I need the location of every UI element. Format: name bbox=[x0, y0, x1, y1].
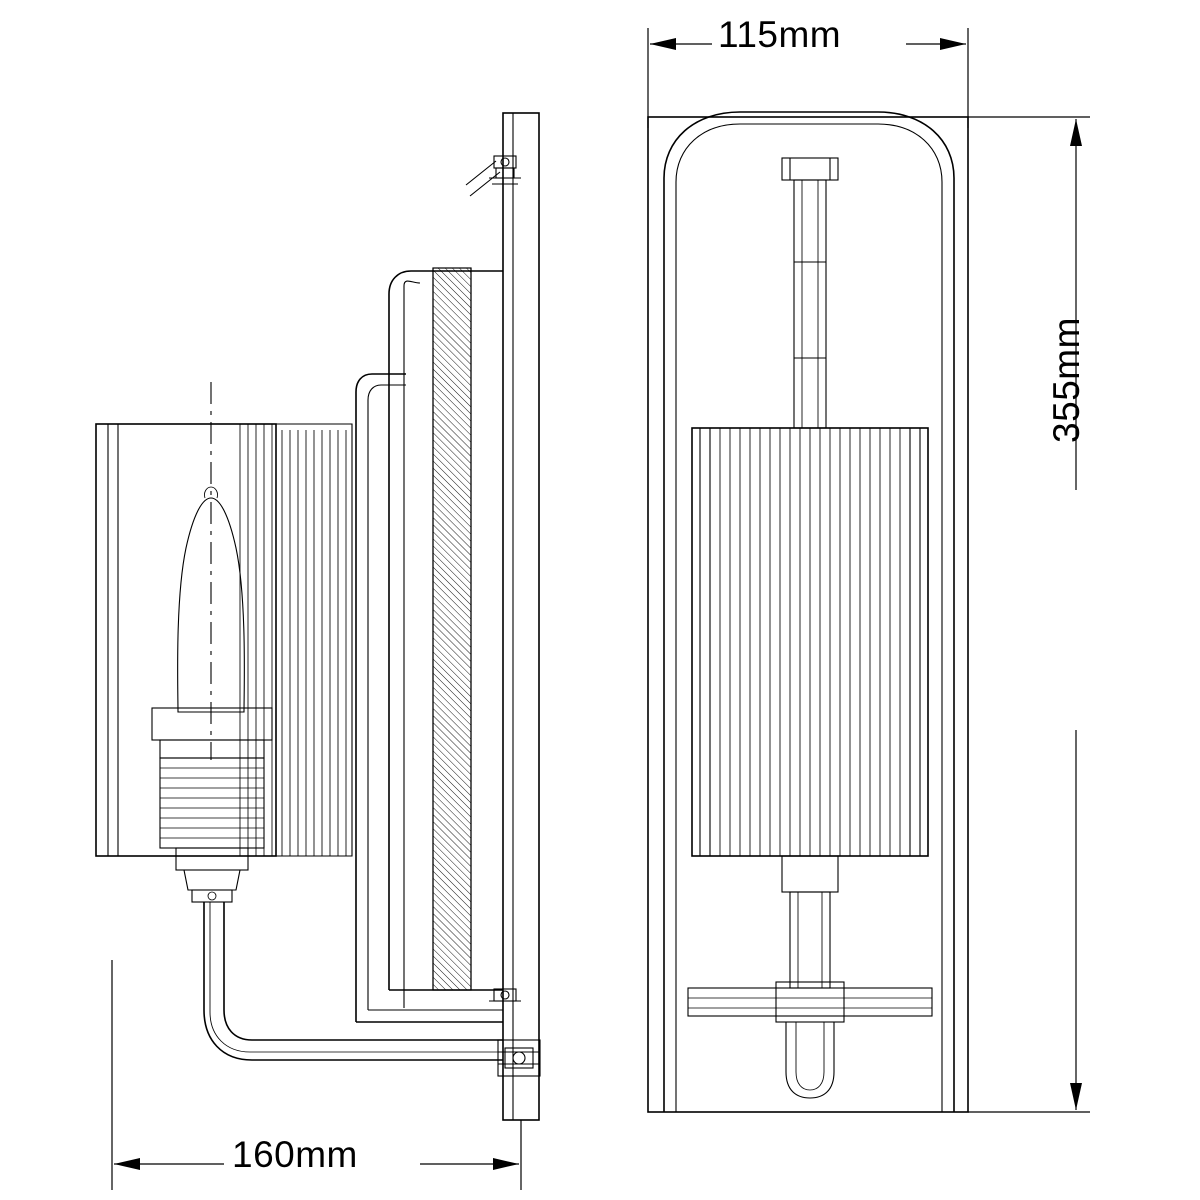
bottom-fixing-detail bbox=[489, 988, 541, 1077]
side-lamp-holder bbox=[151, 707, 273, 903]
front-cross-bar bbox=[687, 981, 933, 1023]
front-shade bbox=[691, 427, 929, 857]
dimension-height-right bbox=[968, 116, 1090, 1113]
front-top-bracket bbox=[781, 157, 839, 181]
dimension-label-width-top: 115mm bbox=[718, 14, 842, 55]
dimension-width-top bbox=[647, 28, 969, 128]
top-fixing-detail bbox=[465, 155, 521, 197]
dimension-label-height-right: 355mm bbox=[1046, 317, 1087, 443]
dimension-depth-bottom bbox=[111, 960, 522, 1190]
front-elevation-view bbox=[647, 111, 969, 1113]
front-bottom-finial bbox=[785, 1021, 835, 1099]
front-top-stem bbox=[793, 179, 827, 429]
side-shade bbox=[95, 423, 353, 857]
dimension-label-depth-bottom: 160mm bbox=[232, 1134, 358, 1175]
side-bulb bbox=[177, 486, 245, 713]
side-elevation-view bbox=[95, 112, 541, 1121]
front-lower-stem bbox=[781, 855, 839, 989]
side-arm bbox=[203, 902, 503, 1061]
